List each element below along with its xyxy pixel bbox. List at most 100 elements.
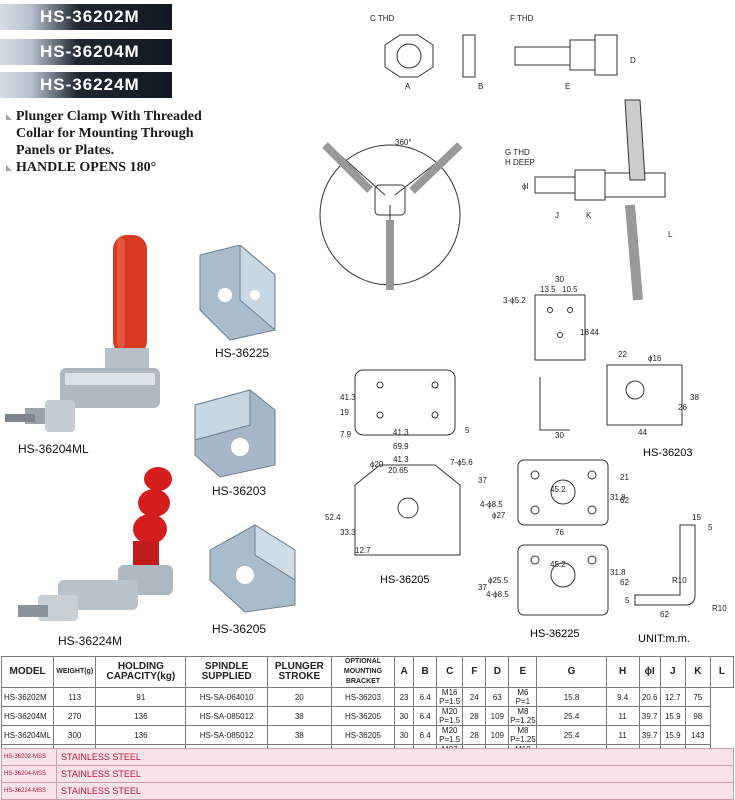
cell: 20 [266,687,332,707]
stainless-model: HS-36202-MSS [1,748,57,766]
cell: HS-SA-064010 [185,687,268,707]
stainless-text: STAINLESS STEEL [56,748,734,766]
dim-31-8: 31.8 [610,493,626,502]
dim-52-4: 52.4 [325,513,341,522]
cell: 20.6 [638,687,661,707]
dim-41-3b: 41.3 [393,455,409,464]
dim-62b: 62 [620,578,629,587]
label-a: A [405,82,411,91]
caption-36205: HS-36205 [212,622,267,636]
cell: 11 [605,706,640,726]
unit-label: UNIT:m.m. [638,633,690,645]
dim-phi20: ϕ20 [370,460,384,469]
dim-5b: 5 [708,523,713,532]
cell: HS-SA-085012 [185,706,268,726]
header-phi-i: ϕI [638,656,661,688]
dim-26: 26 [678,403,687,412]
table-row: HS-36202M 113 91 HS-SA-064010 20 HS-3620… [0,687,734,707]
header-stroke: PLUNGER STROKE [266,656,332,688]
dim-19: 19 [340,408,349,417]
cell: HS-36204M [0,706,55,726]
cell: 109 [485,706,510,726]
bracket-photo-36205 [209,524,296,613]
header-bracket: OPTIONAL MOUNTING BRACKET [330,656,396,688]
dim-phi27: ϕ27 [492,511,506,520]
dim-44b: 44 [638,428,647,437]
label-h-deep: H DEEP [505,158,535,167]
dim-7-9: 7.9 [340,430,352,439]
label-j: J [555,211,559,220]
dim-r10: R10 [672,576,687,585]
dim-30: 30 [555,275,564,284]
header-spindle: SPINDLE SUPPLIED [185,656,268,688]
cell: M6 P=1 [508,687,538,707]
dim-phi16: ϕ16 [648,354,662,363]
model-banner-1: HS-36202M [0,4,172,30]
dim-45-2b: 45.2 [550,560,566,569]
cell: HS-SA-085012 [185,725,268,745]
header-b: B [413,656,438,688]
label-360: 360° [395,138,412,147]
header-g: G [536,656,607,688]
cell: HS-36205 [330,725,396,745]
cell: 98 [684,706,711,726]
cell: 28 [462,725,487,745]
dim-5c: 5 [625,596,630,605]
label-phi-i: ϕI [522,182,529,191]
stainless-text: STAINLESS STEEL [56,782,734,800]
cell: 39.7 [638,725,661,745]
model-banner-text: HS-36202M [40,7,140,26]
dim-r10b: R10 [712,604,727,613]
dim-4phi8-5: 4-ϕ8.5 [480,500,503,509]
description-line-3: Panels or Plates. [16,143,115,158]
header-h: H [605,656,640,688]
spec-table-header: MODEL WEIGHT(g) HOLDING CAPACITY(kg) SPI… [0,656,735,688]
model-banner-2: HS-36204M [0,39,172,65]
cell: 38 [266,706,332,726]
cell: 30 [394,706,415,726]
dim-10-5: 10.5 [562,285,578,294]
cell: 136 [95,725,187,745]
dim-5: 5 [465,426,470,435]
dim-22: 22 [618,350,627,359]
cell: HS-36204ML [0,725,55,745]
cell: 38 [266,725,332,745]
label-d: D [630,56,636,65]
dim-41-3c: 41.3 [340,393,356,402]
bracket-photo-36225 [199,245,276,341]
cell: 25.4 [536,725,607,745]
header-l: L [709,656,735,688]
model-banner-text: HS-36204M [40,42,140,61]
header-k: K [684,656,711,688]
cell: M20 P=1.5 [436,725,464,745]
cell: 6.4 [413,706,438,726]
drawing-caption-36225: HS-36225 [530,628,580,640]
caption-36224m: HS-36224M [58,634,123,648]
model-banner-3: HS-36224M [0,72,172,98]
stainless-row: HS-36202-MSS STAINLESS STEEL [1,748,734,766]
cell: 6.4 [413,725,438,745]
cell: HS-36202M [0,687,55,707]
cell: M20 P=1.5 [436,706,464,726]
header-d: D [485,656,510,688]
cell: 12.7 [659,687,686,707]
spec-table: MODEL WEIGHT(g) HOLDING CAPACITY(kg) SPI… [0,656,735,764]
dim-37b: 37 [478,583,487,592]
cell: 136 [95,706,187,726]
cell: 15.9 [659,706,686,726]
dim-69-9: 69.9 [393,442,409,451]
label-f-thd: F THD [510,14,534,23]
header-model: MODEL [0,656,55,688]
cell: 270 [53,706,97,726]
cell: 23 [394,687,415,707]
dim-33-3: 33.3 [340,528,356,537]
dim-45-2: 45.2 [550,485,566,494]
cell: 109 [485,725,510,745]
cell: 30 [394,725,415,745]
table-row: HS-36204M 270 136 HS-SA-085012 38 HS-362… [0,706,734,726]
caption-36203: HS-36203 [212,484,267,498]
model-banner-text: HS-36224M [40,75,140,94]
dim-62c: 62 [660,610,669,619]
clamp-photo-36224m [18,467,173,621]
dim-21: 21 [620,473,629,482]
